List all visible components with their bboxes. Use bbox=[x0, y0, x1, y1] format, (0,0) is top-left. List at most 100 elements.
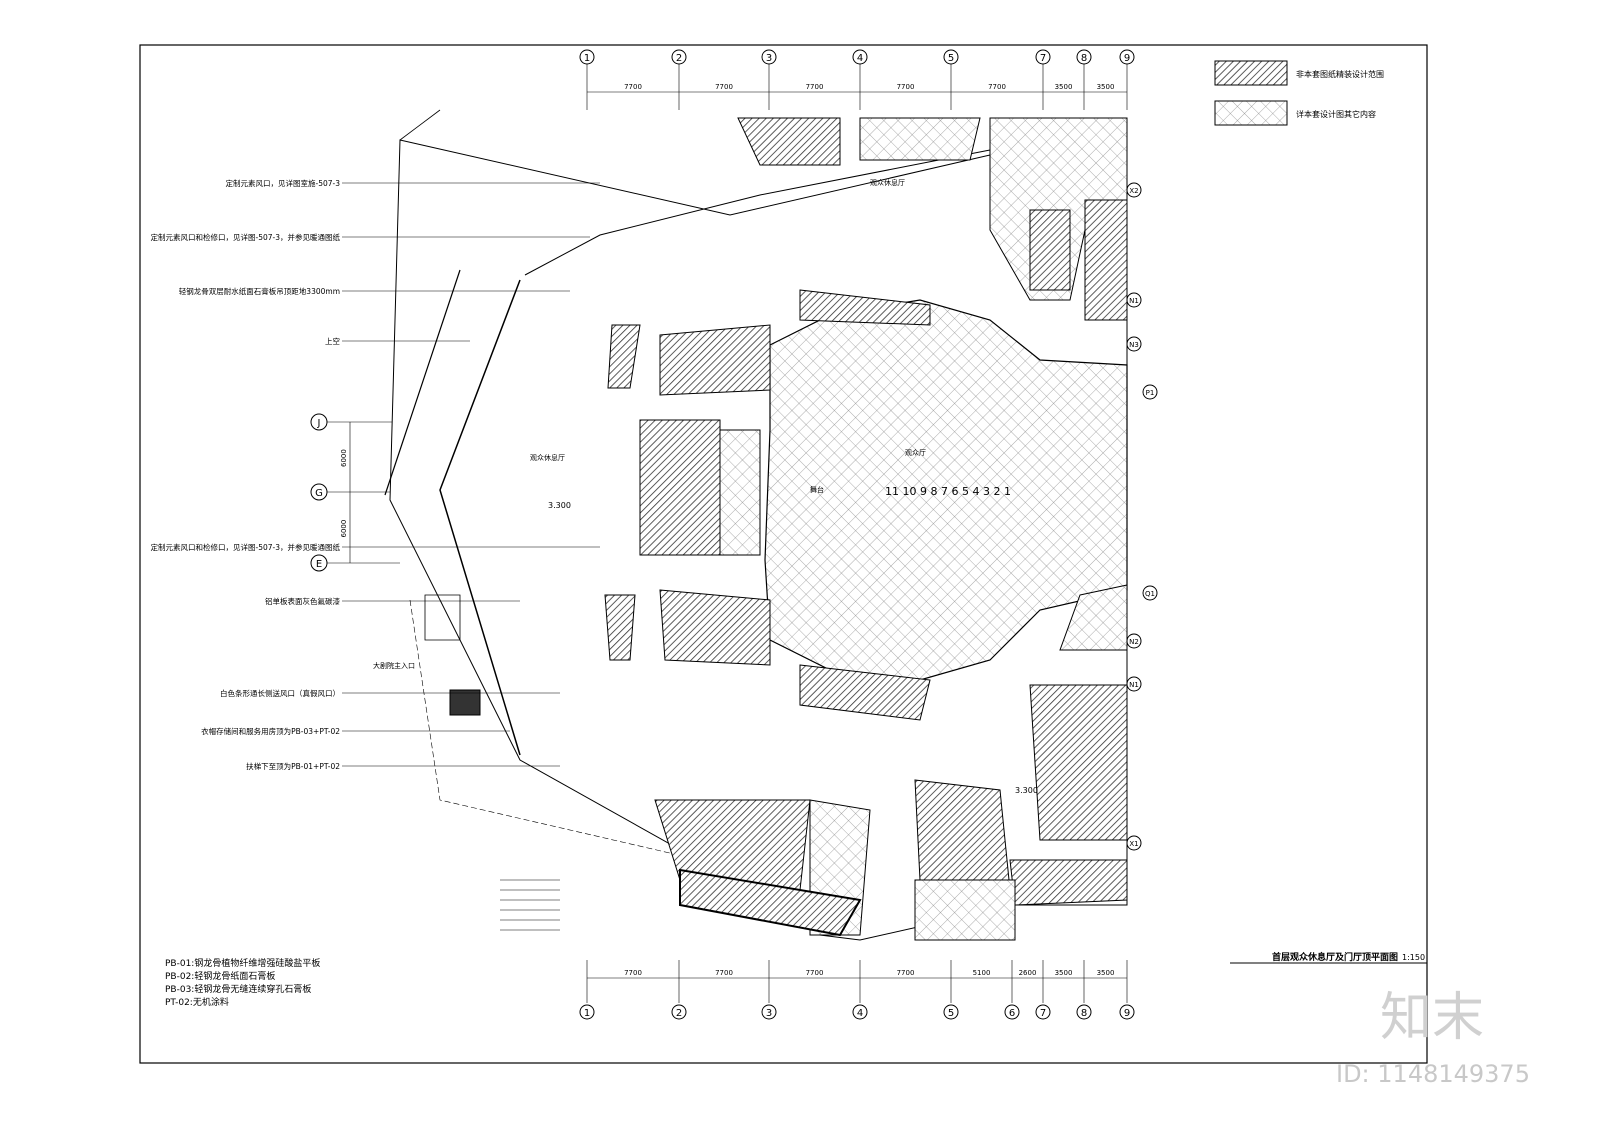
axis-label: X2 bbox=[1129, 187, 1138, 195]
axis-label: 8 bbox=[1081, 53, 1087, 64]
note: PB-01:钢龙骨植物纤维增强硅酸盐平板 bbox=[165, 957, 320, 969]
note: PT-02:无机涂料 bbox=[165, 996, 229, 1008]
axis-bubble-3 bbox=[761, 1004, 777, 1020]
axis-bubble-8 bbox=[1076, 1004, 1092, 1020]
annotation-text: 定制元素风口和检修口，见详图-507-3，并参见暖通图纸 bbox=[151, 542, 341, 552]
annotations: 定制元素风口，见详图室施-507-3 定制元素风口和检修口，见详图-507-3，并… bbox=[151, 178, 600, 771]
dimension: 7700 bbox=[806, 83, 824, 91]
row-bubble-G bbox=[310, 483, 328, 501]
id-text: ID: 1148149375 bbox=[1336, 1060, 1530, 1088]
axis-label: N1 bbox=[1129, 297, 1139, 305]
dimension: 7700 bbox=[624, 83, 642, 91]
dimension: 7700 bbox=[897, 969, 915, 977]
axis-bubble-7 bbox=[1035, 49, 1051, 65]
axis-label: 8 bbox=[1081, 1008, 1087, 1019]
annotation-text: 上空 bbox=[325, 336, 340, 346]
lounge-label: 观众休息厅 bbox=[870, 178, 905, 187]
scale-text: 1:150 bbox=[1402, 953, 1425, 962]
lounge-label: 观众休息厅 bbox=[530, 453, 565, 462]
axis-label: 2 bbox=[676, 1008, 682, 1019]
legend-label: 详本套设计图其它内容 bbox=[1296, 109, 1376, 119]
audience-label: 观众厅 bbox=[905, 449, 926, 457]
axis-label: 2 bbox=[676, 53, 682, 64]
row-label: E bbox=[316, 559, 322, 570]
dimension: 3500 bbox=[1055, 969, 1073, 977]
row-bubble-E bbox=[310, 554, 328, 572]
axis-bubble-4 bbox=[852, 49, 868, 65]
plan-labels: 大剧院主入口 观众休息厅 观众休息厅 舞台 观众厅 11 10 9 8 7 6 … bbox=[373, 178, 1038, 795]
axis-label: 5 bbox=[948, 1008, 954, 1019]
annotation-text: 衣帽存储间和服务用房顶为PB-03+PT-02 bbox=[201, 726, 340, 736]
axis-bubble-4 bbox=[852, 1004, 868, 1020]
axis-bubble-9 bbox=[1119, 49, 1135, 65]
brand-watermark: 知末 ID: 1148149375 bbox=[1336, 988, 1530, 1088]
axis-bubble-1 bbox=[579, 49, 595, 65]
legend-label: 非本套图纸精装设计范围 bbox=[1296, 69, 1384, 79]
axis-label: N3 bbox=[1129, 341, 1139, 349]
dimension: 5100 bbox=[973, 969, 991, 977]
annotation-text: 定制元素风口和检修口，见详图-507-3，并参见暖通图纸 bbox=[151, 232, 341, 242]
dimension: 7700 bbox=[715, 969, 733, 977]
material-notes: PB-01:钢龙骨植物纤维增强硅酸盐平板 PB-02:轻钢龙骨纸面石膏板 PB-… bbox=[165, 957, 320, 1008]
dimension: 7700 bbox=[897, 83, 915, 91]
axis-bubble-2 bbox=[671, 49, 687, 65]
annotation-text: 轻钢龙骨双层耐水纸面石膏板吊顶距地3300mm bbox=[179, 286, 340, 296]
axis-label: 9 bbox=[1124, 53, 1130, 64]
axis-bubble-6 bbox=[1004, 1004, 1020, 1020]
annotation-text: 定制元素风口，见详图室施-507-3 bbox=[226, 178, 341, 188]
axis-bubble-7 bbox=[1035, 1004, 1051, 1020]
axis-label: 5 bbox=[948, 53, 954, 64]
dimension: 3500 bbox=[1097, 969, 1115, 977]
axis-label: 9 bbox=[1124, 1008, 1130, 1019]
axis-label: 3 bbox=[766, 53, 772, 64]
axis-bubble-Q1 bbox=[1142, 585, 1158, 601]
axis-label: X1 bbox=[1129, 840, 1138, 848]
axis-bubble-5 bbox=[943, 49, 959, 65]
axis-label: 6 bbox=[1009, 1008, 1015, 1019]
entrance-label: 大剧院主入口 bbox=[373, 661, 415, 670]
axis-bubble-9 bbox=[1119, 1004, 1135, 1020]
axis-label: 1 bbox=[584, 1008, 590, 1019]
axis-label: 4 bbox=[857, 53, 863, 64]
axis-label: 4 bbox=[857, 1008, 863, 1019]
axis-bubble-3 bbox=[761, 49, 777, 65]
row-label: J bbox=[317, 418, 321, 429]
axis-label: N1 bbox=[1129, 681, 1139, 689]
drawing-title: 首层观众休息厅及门厅顶平面图 1:150 bbox=[1230, 951, 1427, 964]
row-label: G bbox=[315, 488, 323, 499]
seat-rows-label: 11 10 9 8 7 6 5 4 3 2 1 bbox=[885, 485, 1011, 498]
elevation-label: 3.300 bbox=[548, 501, 571, 510]
dimension: 6000 bbox=[340, 449, 348, 467]
brand-logo-text: 知末 bbox=[1380, 988, 1484, 1048]
dimension: 6000 bbox=[340, 520, 348, 538]
dimension: 3500 bbox=[1097, 83, 1115, 91]
note: PB-03:轻钢龙骨无缝连续穿孔石膏板 bbox=[165, 983, 311, 995]
axis-label: P1 bbox=[1146, 389, 1155, 397]
axis-label: 1 bbox=[584, 53, 590, 64]
axis-label: 7 bbox=[1040, 1008, 1046, 1019]
stage-label: 舞台 bbox=[810, 485, 824, 494]
dimension: 2600 bbox=[1019, 969, 1037, 977]
drawing-frame bbox=[139, 44, 1428, 1064]
row-bubble-J bbox=[310, 413, 328, 431]
title-text: 首层观众休息厅及门厅顶平面图 bbox=[1272, 951, 1398, 963]
legend: 非本套图纸精装设计范围 详本套设计图其它内容 bbox=[1214, 60, 1384, 126]
legend-swatch-crosshatch bbox=[1214, 100, 1288, 126]
axis-bubble-8 bbox=[1076, 49, 1092, 65]
axis-bubble-2 bbox=[671, 1004, 687, 1020]
dimension: 7700 bbox=[988, 83, 1006, 91]
legend-swatch-diagonal bbox=[1214, 60, 1288, 86]
dimension: 3500 bbox=[1055, 83, 1073, 91]
dimension: 7700 bbox=[806, 969, 824, 977]
building-plan bbox=[384, 109, 1128, 941]
elevation-label: 3.300 bbox=[1015, 786, 1038, 795]
annotation-text: 白色条形通长侧送风口（真假风口） bbox=[220, 688, 340, 698]
axis-label: 3 bbox=[766, 1008, 772, 1019]
note: PB-02:轻钢龙骨纸面石膏板 bbox=[165, 970, 275, 982]
axis-label: N2 bbox=[1129, 638, 1139, 646]
annotation-text: 铝单板表面灰色氟碳漆 bbox=[265, 596, 340, 606]
axis-bubble-1 bbox=[579, 1004, 595, 1020]
annotation-text: 扶梯下至顶为PB-01+PT-02 bbox=[246, 761, 340, 771]
